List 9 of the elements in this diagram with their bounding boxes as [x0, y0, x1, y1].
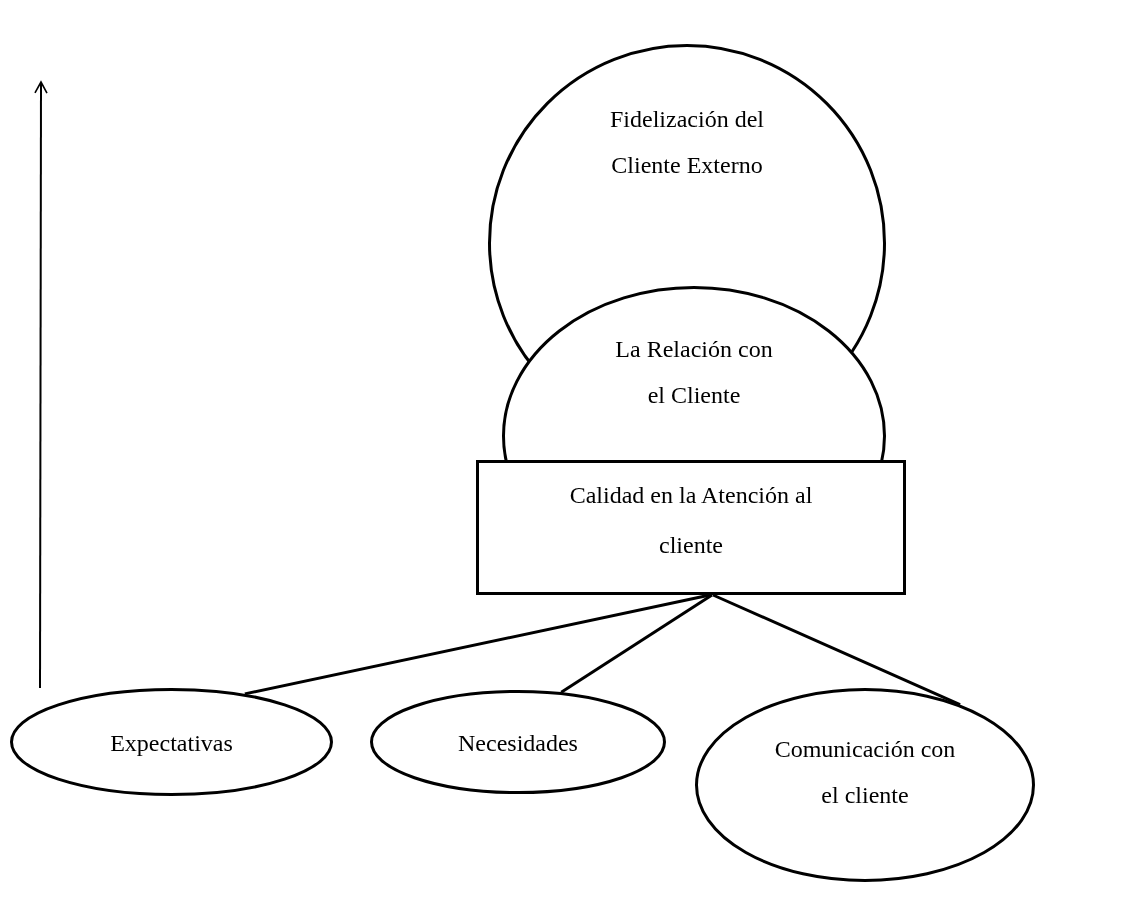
node-label: Comunicación con el cliente	[773, 735, 957, 810]
connector-line	[244, 593, 711, 696]
node-label: Fidelización del Cliente Externo	[609, 105, 765, 180]
connector-line	[560, 593, 713, 694]
node-label: Calidad en la Atención al cliente	[568, 481, 814, 560]
node-label: La Relación con el Cliente	[614, 335, 774, 410]
node-label: Necesidades	[458, 729, 578, 758]
connector-line	[712, 593, 961, 706]
node-label: Expectativas	[110, 729, 233, 758]
